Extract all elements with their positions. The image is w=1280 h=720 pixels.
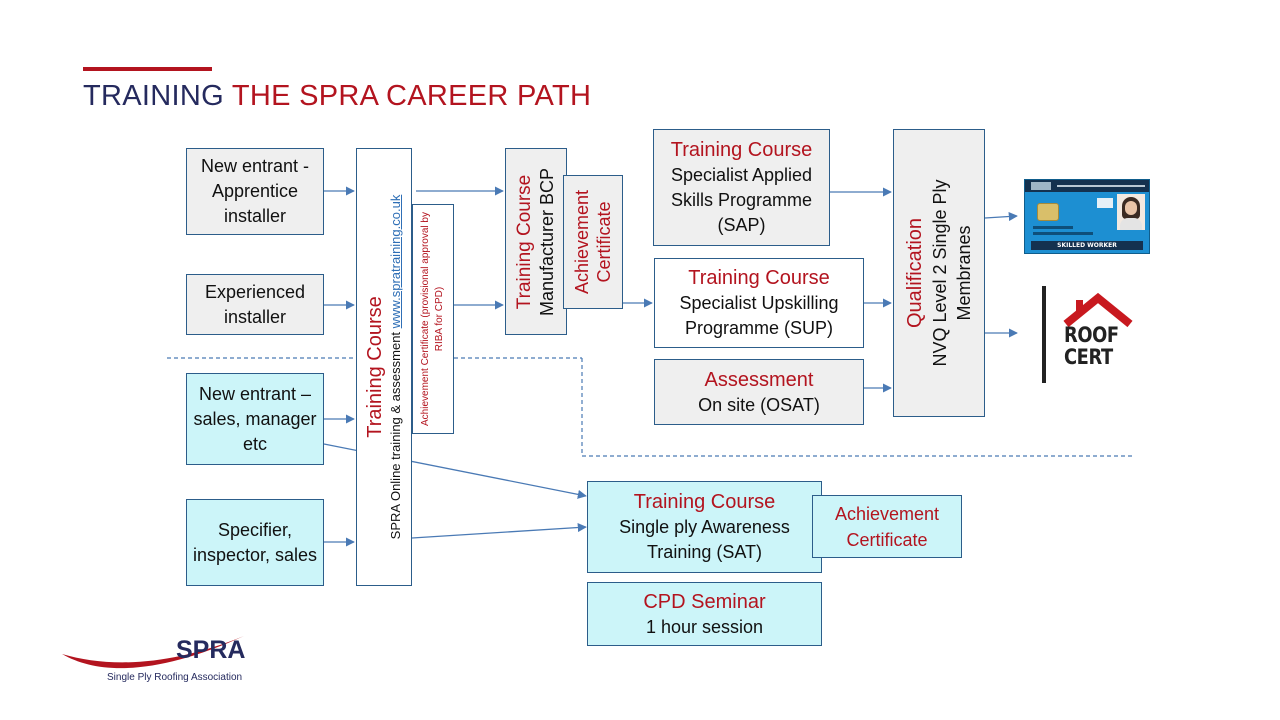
- arrow-online-to-sat: [411, 522, 587, 539]
- entry-label-specifier: Specifier, inspector, sales: [192, 519, 318, 565]
- page-title-part1: TRAINING: [83, 80, 224, 112]
- page-title-part2: THE SPRA CAREER PATH: [231, 80, 592, 112]
- osat-name: On site (OSAT): [698, 394, 820, 415]
- cscs-card-photo-face: [1125, 201, 1137, 215]
- manufacturer-course-name: Manufacturer BCP: [537, 167, 557, 316]
- online-training-course: Training Course SPRA Online training & a…: [356, 148, 412, 586]
- entry-label-apprentice: New entrant - Apprentice installer: [200, 156, 310, 226]
- sat-achievement-certificate: Achievement Certificate: [812, 495, 962, 558]
- roofcert-line2: CERT: [1064, 345, 1113, 369]
- sup-course-name: Specialist Upskilling Programme (SUP): [679, 293, 839, 338]
- cscs-card-label: SKILLED WORKER: [1031, 241, 1143, 250]
- qualification-title: Qualification: [904, 217, 926, 329]
- spra-logo-tagline: Single Ply Roofing Association: [107, 672, 243, 683]
- online-achievement-certificate: Achievement Certificate (provisional app…: [412, 204, 454, 434]
- qualification-name: NVQ Level 2 Single Ply Membranes: [930, 179, 974, 367]
- cscs-card-tag: [1097, 198, 1113, 208]
- manufacturer-bcp-course: Training Course Manufacturer BCP: [505, 148, 567, 335]
- online-training-course-text: Training Course SPRA Online training & a…: [363, 157, 405, 577]
- roofcert-line1: ROOF: [1064, 323, 1119, 347]
- sap-course-name: Specialist Applied Skills Programme (SAP…: [670, 165, 813, 235]
- cscs-card-logo: [1031, 182, 1051, 190]
- entry-box-apprentice: New entrant - Apprentice installer: [186, 148, 324, 235]
- entry-box-sales-manager: New entrant –sales, manager etc: [186, 373, 324, 465]
- online-course-description: SPRA Online training & assessment www.sp…: [387, 157, 405, 577]
- cscs-card-text-line-1: [1033, 226, 1073, 229]
- entry-label-sales-manager: New entrant –sales, manager etc: [193, 383, 317, 454]
- manufacturer-certificate-text: Achievement Certificate: [572, 189, 614, 295]
- cpd-session: 1 hour session: [645, 616, 764, 637]
- arrow-qualification-to-cscs: [984, 211, 1018, 222]
- qualification-nvq-box: Qualification NVQ Level 2 Single Ply Mem…: [893, 129, 985, 417]
- cscs-card-icon: SKILLED WORKER: [1024, 179, 1150, 254]
- sat-course-name: Single ply Awareness Training (SAT): [619, 517, 790, 562]
- qualification-text: Qualification NVQ Level 2 Single Ply Mem…: [902, 138, 976, 408]
- title-accent-rule: [83, 67, 212, 71]
- cscs-card-photo-shoulder: [1120, 218, 1142, 230]
- cscs-card-header-text: [1057, 185, 1145, 187]
- sat-course-box: Training Course Single ply Awareness Tra…: [587, 481, 822, 573]
- osat-assessment-box: Assessment On site (OSAT): [654, 359, 864, 425]
- osat-title: Assessment: [704, 368, 814, 391]
- spra-swoosh-icon: [62, 636, 244, 669]
- manufacturer-achievement-certificate: Achievement Certificate: [563, 175, 623, 309]
- cpd-title: CPD Seminar: [643, 590, 766, 613]
- roofcert-logo: ROOF CERT: [1040, 286, 1140, 386]
- page-title: TRAINING THE SPRA CAREER PATH: [83, 80, 591, 113]
- cscs-card-header: [1025, 180, 1149, 192]
- cpd-seminar-box: CPD Seminar 1 hour session: [587, 582, 822, 646]
- roofcert-text: ROOF CERT: [1064, 324, 1119, 368]
- cscs-card-chip-icon: [1037, 203, 1059, 221]
- sap-course-title: Training Course: [670, 139, 813, 161]
- sup-course-title: Training Course: [688, 267, 830, 289]
- entry-box-experienced: Experienced installer: [186, 274, 324, 335]
- sat-certificate-text: Achievement Certificate: [834, 503, 940, 550]
- manufacturer-course-text: Training Course Manufacturer BCP: [514, 152, 558, 332]
- online-certificate-text: Achievement Certificate (provisional app…: [420, 212, 445, 426]
- roofcert-roof-icon: [1063, 292, 1133, 328]
- sap-course-box: Training Course Specialist Applied Skill…: [653, 129, 830, 246]
- online-course-url-link[interactable]: www.spratraining.co.uk: [388, 194, 403, 329]
- entry-label-experienced: Experienced installer: [204, 281, 306, 327]
- spra-logo: SPRA Single Ply Roofing Association: [60, 626, 260, 690]
- manufacturer-course-title: Training Course: [514, 174, 535, 309]
- online-course-title: Training Course: [364, 296, 386, 438]
- spra-logo-name: SPRA: [176, 636, 246, 664]
- online-course-text: SPRA Online training & assessment: [388, 328, 403, 540]
- sat-course-title: Training Course: [633, 491, 776, 513]
- cscs-card-text-line-2: [1033, 232, 1093, 235]
- entry-box-specifier: Specifier, inspector, sales: [186, 499, 324, 586]
- roofcert-bar: [1042, 286, 1046, 383]
- sup-course-box: Training Course Specialist Upskilling Pr…: [654, 258, 864, 348]
- cscs-card-photo: [1117, 194, 1145, 230]
